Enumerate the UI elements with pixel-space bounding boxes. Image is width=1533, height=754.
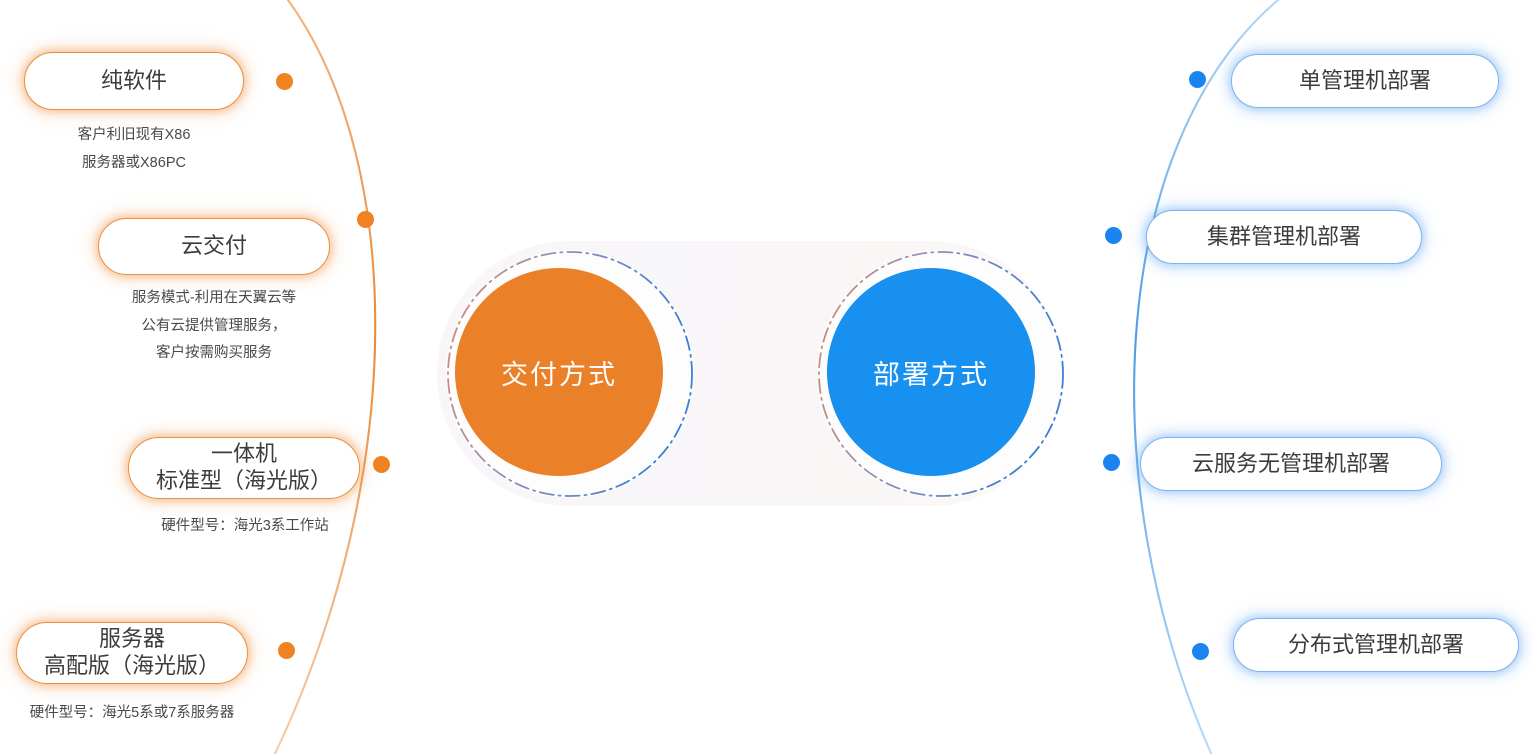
left-connector-dot-2 [357,211,374,228]
left-node-cloud-delivery-title: 云交付 [180,233,247,259]
left-arc [273,0,377,754]
left-node-server-title-1: 服务器 [98,626,165,652]
subtitle-line: 硬件型号：海光3系工作站 [161,518,329,534]
left-node-server[interactable]: 服务器 高配版（海光版） [16,622,248,684]
subtitle-line: 客户利旧现有X86 [77,127,191,143]
left-node-server-subtitle: 硬件型号：海光5系或7系服务器 [20,700,244,728]
deployment-method-circle[interactable]: 部署方式 [827,268,1035,476]
left-node-pure-software[interactable]: 纯软件 [24,52,244,110]
left-node-pure-software-title: 纯软件 [100,67,167,93]
right-node-cloud-no-manager-title: 云服务无管理机部署 [1191,450,1390,476]
left-connector-dot-4 [278,642,295,659]
right-node-distributed-manager[interactable]: 分布式管理机部署 [1233,618,1519,672]
subtitle-line: 客户按需购买服务 [156,345,272,362]
left-node-appliance-subtitle: 硬件型号：海光3系工作站 [150,513,340,541]
left-node-appliance-title-2: 标准型（海光版） [155,468,332,493]
right-node-cluster-manager[interactable]: 集群管理机部署 [1146,210,1422,264]
subtitle-line: 硬件型号：海光5系或7系服务器 [29,705,235,721]
left-connector-dot-1 [276,73,293,90]
subtitle-line: 公有云提供管理服务， [141,317,287,334]
right-arc [1133,0,1281,754]
right-node-single-manager-title: 单管理机部署 [1298,67,1431,93]
right-connector-dot-2 [1105,227,1122,244]
right-connector-dot-4 [1192,643,1209,660]
left-node-cloud-delivery[interactable]: 云交付 [98,218,330,275]
right-node-distributed-manager-title: 分布式管理机部署 [1287,631,1464,657]
right-dashed-ring [818,251,1064,497]
left-dashed-ring [447,251,693,497]
subtitle-line: 服务模式-利用在天翼云等 [131,290,297,306]
right-connector-dot-3 [1103,454,1120,471]
delivery-method-label: 交付方式 [501,359,617,390]
subtitle-line: 服务器或X86PC [82,154,186,171]
left-node-appliance[interactable]: 一体机 标准型（海光版） [128,437,360,499]
left-node-appliance-title-1: 一体机 [210,441,277,467]
left-connector-dot-3 [373,456,390,473]
right-node-cloud-no-manager[interactable]: 云服务无管理机部署 [1140,437,1442,491]
right-connector-dot-1 [1189,71,1206,88]
left-node-pure-software-subtitle: 客户利旧现有X86 服务器或X86PC [34,122,234,177]
delivery-method-circle[interactable]: 交付方式 [455,268,663,476]
right-node-cluster-manager-title: 集群管理机部署 [1206,223,1361,249]
left-node-cloud-delivery-subtitle: 服务模式-利用在天翼云等 公有云提供管理服务， 客户按需购买服务 [110,285,318,368]
right-node-single-manager[interactable]: 单管理机部署 [1231,54,1499,108]
left-node-server-title-2: 高配版（海光版） [43,653,220,678]
deployment-method-label: 部署方式 [873,359,989,390]
